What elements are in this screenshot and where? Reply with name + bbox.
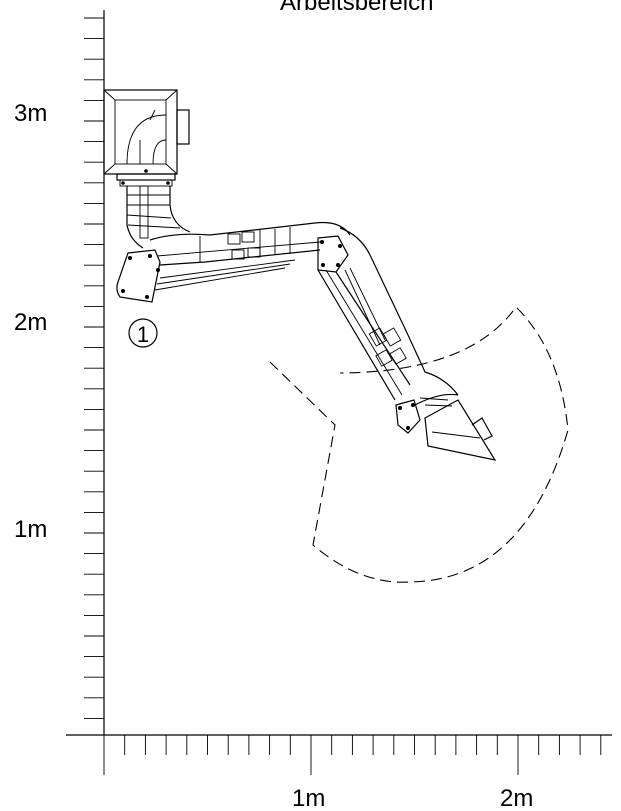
x-label-1m: 1m [292,785,325,811]
arm-segment-2 [317,267,459,401]
y-label-1m: 1m [14,516,47,543]
svg-text:1: 1 [137,322,149,347]
y-label-3m: 3m [14,100,47,127]
y-label-2m: 2m [14,309,47,336]
x-axis-ticks [103,735,602,775]
x-label-2m: 2m [500,785,533,811]
working-range-outline [269,306,569,583]
y-axis-ticks [84,17,104,719]
wall-bracket [103,89,190,187]
diagram-title: Arbeitsbereich [280,0,433,16]
arm-segment-1 [149,221,351,291]
elbow-joint [317,227,409,336]
marker-1: 1 [128,318,158,348]
extraction-hood [395,393,497,461]
joint-plate [116,249,161,303]
vertical-hose [126,185,191,249]
